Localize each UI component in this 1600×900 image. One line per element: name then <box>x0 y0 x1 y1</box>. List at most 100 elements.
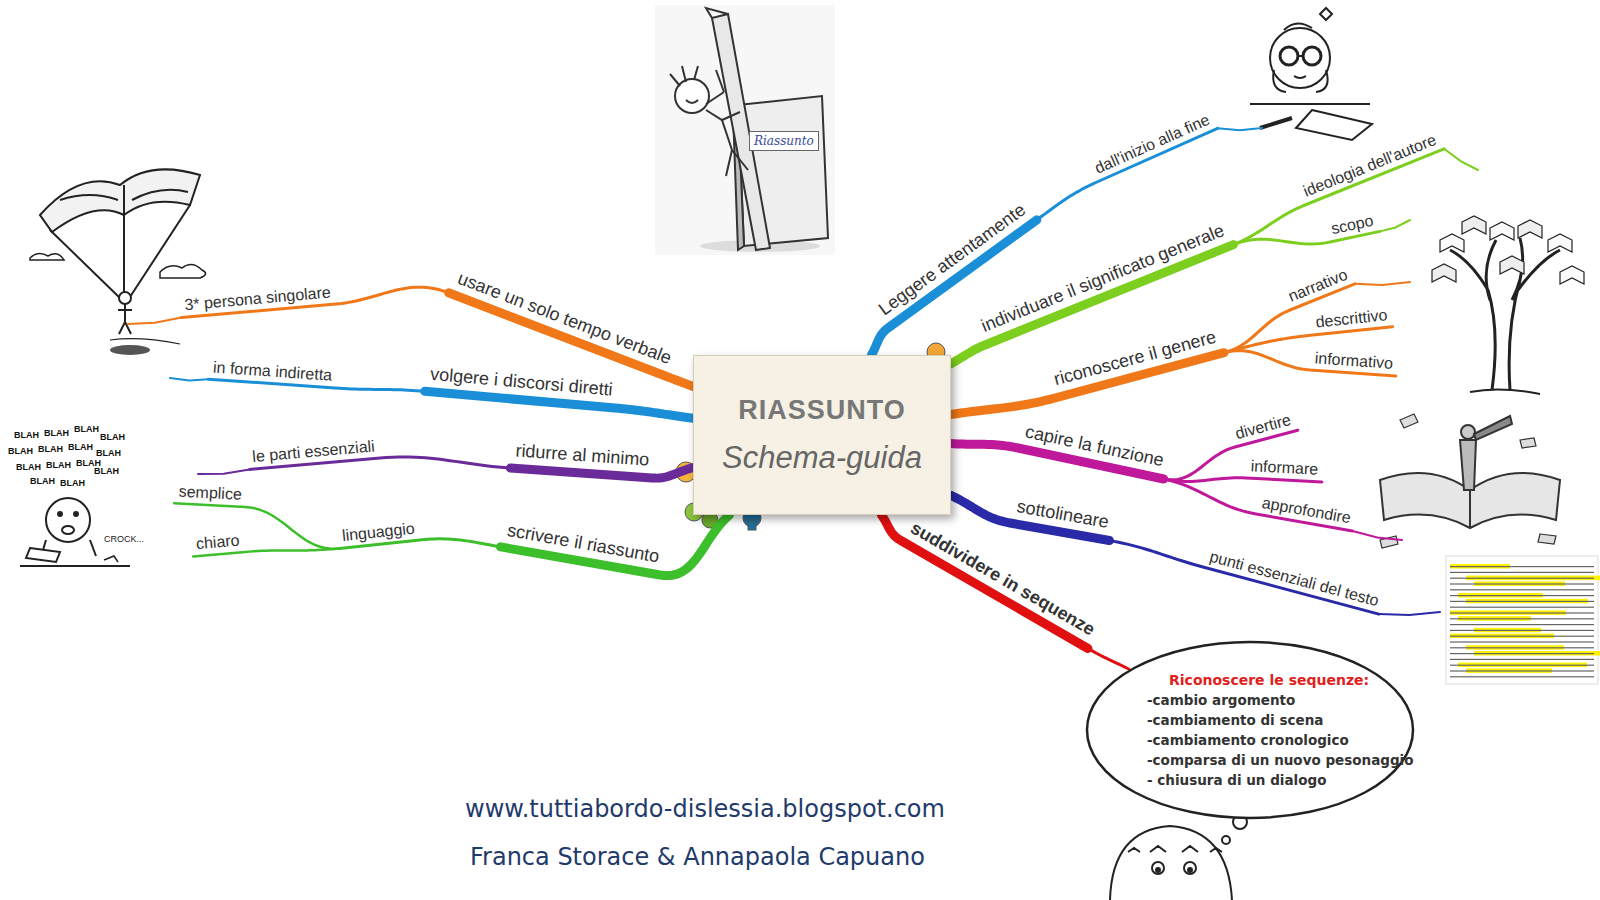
chatting-child-drawing-part <box>104 556 118 562</box>
thinking-face-drawing-part <box>1184 862 1196 874</box>
pencil-boy-drawing-part <box>686 100 698 103</box>
speech-word: BLAH <box>30 476 55 486</box>
telescope-book-drawing <box>1380 414 1560 548</box>
branch-label: in forma indiretta <box>208 358 336 388</box>
reading-boy-drawing-part <box>1303 47 1321 65</box>
branch-text: punti essenziali del testo <box>1208 548 1381 611</box>
thinking-face-drawing-part <box>1156 868 1160 872</box>
branch-connector <box>1037 128 1218 220</box>
branch-label: linguaggio <box>337 519 420 549</box>
book-parachute-drawing <box>30 169 206 355</box>
branch-tail <box>170 378 208 381</box>
highlighted-text-document-part <box>1450 572 1594 573</box>
chatting-child-drawing-part <box>26 548 60 562</box>
reading-boy-drawing-part <box>1270 28 1330 88</box>
highlighted-text-document-part <box>1450 665 1594 666</box>
highlighted-text-document-part <box>1450 624 1594 625</box>
reading-boy-drawing-part <box>1260 118 1292 128</box>
branch-text: approfondire <box>1260 494 1352 528</box>
highlighted-text-document-part <box>1450 566 1594 567</box>
branch-connector <box>500 515 729 576</box>
highlighted-text-document-part <box>1450 618 1594 619</box>
highlighted-text-document-part <box>1450 601 1594 602</box>
book-parachute-drawing-part <box>119 292 131 304</box>
bubble-outline <box>1085 640 1415 820</box>
book-tree-drawing-part <box>1470 389 1540 394</box>
speech-word: BLAH <box>14 430 39 440</box>
highlighted-text-document-part <box>1450 641 1594 642</box>
book-tree-drawing-part <box>1450 238 1560 390</box>
pencil-boy-drawing-part <box>655 5 835 255</box>
branch-label: usare un solo tempo verbale <box>449 267 678 377</box>
highlighted-text-document-part <box>1450 583 1594 584</box>
reading-boy-drawing-part <box>1294 56 1306 78</box>
branch-label: capire la funzione <box>1018 421 1170 479</box>
branch-label: descrittivo <box>1311 306 1393 336</box>
highlighted-text-document-part <box>1450 659 1594 660</box>
branch-tail <box>128 318 182 324</box>
highlighted-text-document-part <box>1450 676 1594 677</box>
book-tree-drawing-part <box>1490 222 1514 240</box>
telescope-book-drawing-part <box>1460 440 1476 490</box>
branch-label: dall'inizio alla fine <box>1088 109 1217 182</box>
speech-word: BLAH <box>60 478 85 488</box>
branch-label: approfondire <box>1256 493 1356 531</box>
pencil-boy-drawing-part <box>706 8 728 18</box>
highlighted-text-document-part <box>1450 630 1594 631</box>
book-parachute-drawing-part <box>50 205 190 300</box>
branch-label: punti essenziali del testo <box>1203 547 1385 615</box>
highlighted-text-document-part <box>1450 595 1594 596</box>
speech-word: BLAH <box>100 432 125 442</box>
branch-tail <box>1379 612 1440 615</box>
branch-label: informare <box>1246 457 1323 482</box>
pencil-boy-drawing <box>655 5 835 255</box>
central-note: RIASSUNTO Schema-guida <box>693 355 951 515</box>
branch-text: divertire <box>1233 411 1293 443</box>
highlighted-text-document-part <box>1450 612 1594 613</box>
highlighted-text-document-part <box>1446 556 1598 684</box>
branch-tail <box>1355 282 1410 285</box>
speech-word: BLAH <box>94 466 119 476</box>
telescope-book-drawing-part <box>1474 416 1512 440</box>
highlighted-text-document-part <box>1450 636 1594 637</box>
book-tree-drawing-part <box>1500 256 1524 274</box>
pencil-boy-drawing-part <box>706 70 740 120</box>
branch-connector <box>510 468 693 478</box>
branch-connector <box>1224 327 1393 353</box>
branch-label: scrivere il riassunto <box>500 519 664 574</box>
book-parachute-drawing-part <box>60 185 188 215</box>
thinking-face-drawing-part <box>1152 862 1164 874</box>
book-title: Riassunto <box>749 131 819 151</box>
book-parachute-drawing-part <box>110 345 150 355</box>
branch-tail <box>1380 220 1410 231</box>
central-title: RIASSUNTO <box>738 395 906 426</box>
telescope-book-drawing-part <box>1461 425 1475 439</box>
branch-text: informativo <box>1314 349 1393 373</box>
speech-word: BLAH <box>74 424 99 434</box>
book-tree-drawing <box>1432 216 1584 394</box>
branch-tail <box>1444 149 1478 170</box>
highlighted-text-document <box>1446 556 1600 684</box>
chatting-child-drawing-part <box>46 498 90 542</box>
document-lines <box>1450 564 1600 677</box>
branch-tail <box>1353 531 1402 540</box>
highlighted-text-document-part <box>1450 670 1594 671</box>
book-tree-drawing-part <box>1548 234 1572 252</box>
branch-label: divertire <box>1229 410 1297 447</box>
chatting-child-drawing-part <box>62 526 74 534</box>
branch-label: 3* persona singolare <box>180 283 336 318</box>
reading-boy-drawing-part <box>1250 104 1372 140</box>
bubble-item: -cambio argomento <box>1147 690 1415 710</box>
branch-tail <box>198 469 249 474</box>
book-tree-drawing-part <box>1560 266 1584 284</box>
branch-tail <box>1218 128 1262 130</box>
speech-word: BLAH <box>46 460 71 470</box>
branch-connector <box>1088 649 1129 669</box>
branch-label: narrativo <box>1282 264 1355 310</box>
thinking-face-drawing <box>1110 815 1247 900</box>
book-parachute-drawing-part <box>110 339 180 344</box>
highlighted-text-document-part <box>1450 589 1594 590</box>
central-subtitle: Schema-guida <box>722 440 922 476</box>
branch-connector <box>1164 479 1353 531</box>
branch-text: in forma indiretta <box>213 358 333 385</box>
